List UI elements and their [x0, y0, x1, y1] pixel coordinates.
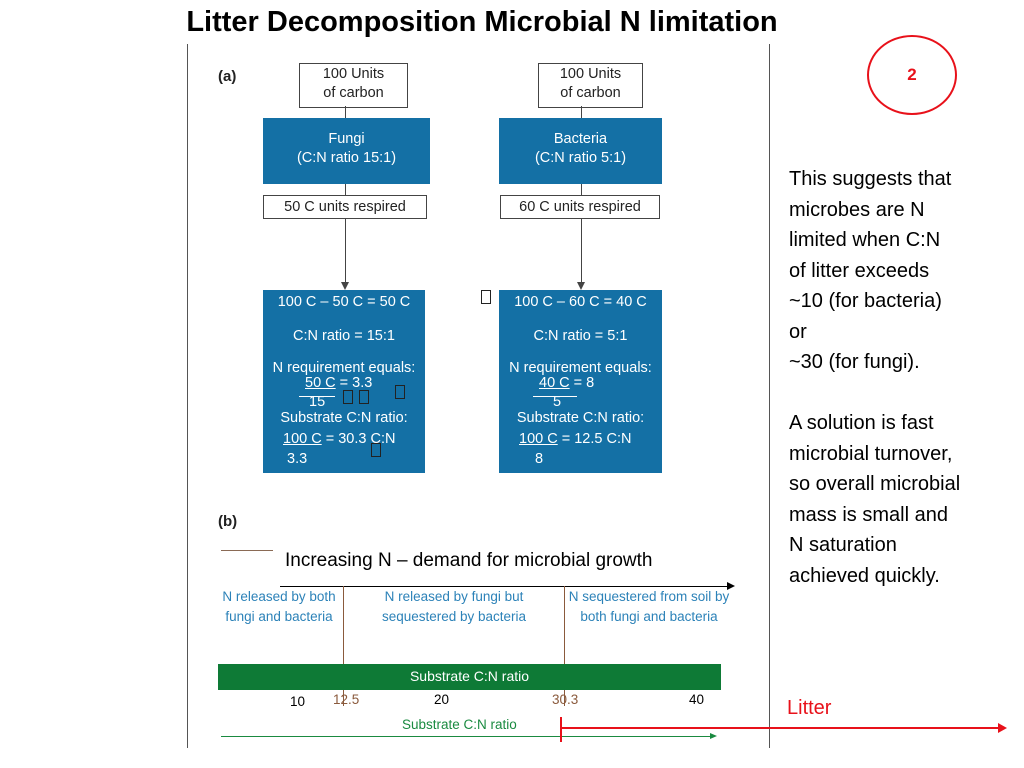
bacteria-n-fraction: 40 C = 8 — [539, 375, 594, 391]
missing-glyph-icon — [395, 385, 405, 399]
bacteria-calc-line1: 100 C – 60 C = 40 C — [514, 294, 647, 310]
litter-label: Litter — [787, 697, 832, 719]
fungi-arrowhead — [341, 282, 349, 290]
bottom-axis-arrowhead — [710, 733, 717, 739]
bacteria-n-numerator: 40 C — [539, 375, 570, 391]
missing-glyph-icon — [343, 390, 353, 404]
fungi-cn-ratio: (C:N ratio 15:1) — [296, 150, 397, 166]
fungi-calc-line1: 100 C – 50 C = 50 C — [277, 294, 411, 310]
fungi-calc-line2: C:N ratio = 15:1 — [293, 328, 395, 344]
region-release-both: N released by both fungi and bacteria — [222, 589, 336, 624]
notes-line: achieved quickly. — [789, 564, 940, 587]
figure-frame — [187, 44, 770, 748]
fungi-input-line1: 100 Units — [322, 66, 385, 82]
bacteria-calc-line3: N requirement equals: — [509, 360, 652, 376]
fungi-frac-bar — [299, 396, 335, 397]
missing-glyph-icon — [359, 390, 369, 404]
fungi-cn-result: = 30.3 C:N — [321, 431, 396, 447]
slide-title: Litter Decomposition Microbial N limitat… — [186, 6, 778, 38]
bacteria-respired-box: 60 C units respired — [500, 195, 660, 219]
bacteria-calc-line5: Substrate C:N ratio: — [516, 410, 645, 426]
notes-line: so overall microbial — [789, 473, 961, 495]
litter-arrowhead — [998, 723, 1007, 733]
fungi-cn-numerator: 100 C — [283, 431, 322, 447]
notes-line: mass is small and — [789, 503, 948, 526]
fungi-n-result: = 3.3 — [335, 375, 373, 391]
fungi-respired-box: 50 C units respired — [263, 195, 427, 219]
notes-line: This suggests that — [789, 168, 952, 190]
bacteria-cn-numerator: 100 C — [519, 431, 558, 447]
fungi-n-fraction: 50 C = 3.3 — [305, 375, 372, 391]
fungi-calc-box: 100 C – 50 C = 50 C C:N ratio = 15:1 N r… — [263, 290, 425, 473]
bacteria-input-line1: 100 Units — [559, 66, 622, 82]
region-sequester-both: N sequestered from soil by both fungi an… — [568, 589, 730, 624]
fungi-cn-denominator: 3.3 — [287, 451, 308, 467]
fungi-name: Fungi — [328, 131, 365, 147]
bacteria-cn-result: = 12.5 C:N — [557, 431, 632, 447]
demand-arrowhead — [727, 582, 735, 590]
tick-20: 20 — [434, 692, 450, 707]
tick-40: 40 — [689, 692, 705, 707]
notes-line: N saturation — [789, 534, 897, 556]
litter-arrow-line — [562, 727, 1000, 729]
bacteria-n-denominator: 5 — [553, 394, 562, 410]
fungi-connector-2 — [345, 184, 346, 196]
fungi-organism-box: Fungi (C:N ratio 15:1) — [263, 118, 430, 184]
substrate-ratio-bar — [218, 664, 721, 690]
tick-12-5: 12.5 — [333, 692, 360, 707]
axis-title: Increasing N – demand for microbial grow… — [285, 550, 653, 571]
bacteria-connector-3 — [581, 219, 582, 283]
bacteria-connector-2 — [581, 184, 582, 196]
notes-line: ~30 (for fungi). — [789, 351, 920, 373]
bacteria-frac-bar — [533, 396, 577, 397]
bacteria-n-result: = 8 — [569, 375, 595, 391]
fungi-calc-line3: N requirement equals: — [272, 360, 416, 376]
region-divider-12-5 — [343, 586, 344, 706]
fungi-input-line2: of carbon — [323, 85, 384, 101]
fungi-connector-3 — [345, 219, 346, 283]
bacteria-arrowhead — [577, 282, 585, 290]
slide-number: 2 — [907, 65, 917, 84]
notes-line: microbes are N — [789, 198, 925, 221]
fungi-n-denominator: 15 — [309, 394, 326, 410]
fungi-calc-line5: Substrate C:N ratio: — [280, 410, 408, 426]
panel-b-label: (b) — [218, 513, 238, 530]
bacteria-cn-ratio: (C:N ratio 5:1) — [534, 150, 627, 166]
litter-marker-tick — [560, 717, 562, 742]
substrate-ratio-bar-label: Substrate C:N ratio — [409, 668, 530, 684]
bottom-axis-label: Substrate C:N ratio — [402, 717, 517, 732]
bacteria-name: Bacteria — [553, 131, 608, 147]
tick-30-3: 30.3 — [552, 692, 579, 707]
bacteria-cn-denominator: 8 — [535, 451, 544, 467]
demand-arrow-line — [280, 586, 728, 587]
missing-glyph-icon — [481, 290, 491, 304]
fungi-n-numerator: 50 C — [305, 375, 336, 391]
region-divider-30-3 — [564, 586, 565, 706]
notes-line: or — [789, 320, 807, 343]
fungi-input-box: 100 Units of carbon — [299, 63, 408, 108]
fungi-connector-1 — [345, 106, 346, 118]
bacteria-connector-1 — [581, 106, 582, 118]
missing-glyph-icon — [371, 443, 381, 457]
bottom-axis-line — [221, 736, 711, 737]
short-divider — [221, 550, 273, 551]
notes-line: limited when C:N — [789, 229, 941, 251]
notes-paragraph-1: This suggests that microbes are N limite… — [789, 164, 951, 378]
notes-line: A solution is fast — [789, 412, 934, 434]
bacteria-input-box: 100 Units of carbon — [538, 63, 643, 108]
notes-line: microbial turnover, — [789, 442, 953, 465]
tick-10: 10 — [290, 694, 306, 709]
panel-a-label: (a) — [218, 68, 237, 85]
slide-number-badge: 2 — [867, 35, 957, 115]
notes-paragraph-2: A solution is fast microbial turnover, s… — [789, 408, 960, 591]
region-fungi-release-bacteria-sequester: N released by fungi but sequestered by b… — [381, 589, 527, 624]
bacteria-organism-box: Bacteria (C:N ratio 5:1) — [499, 118, 662, 184]
bacteria-calc-box: 100 C – 60 C = 40 C C:N ratio = 5:1 N re… — [499, 290, 662, 473]
notes-line: ~10 (for bacteria) — [789, 290, 942, 312]
bacteria-input-line2: of carbon — [560, 85, 621, 101]
bacteria-cn-fraction: 100 C = 12.5 C:N — [519, 431, 631, 447]
notes-line: of litter exceeds — [789, 259, 930, 282]
bacteria-calc-line2: C:N ratio = 5:1 — [533, 328, 628, 344]
